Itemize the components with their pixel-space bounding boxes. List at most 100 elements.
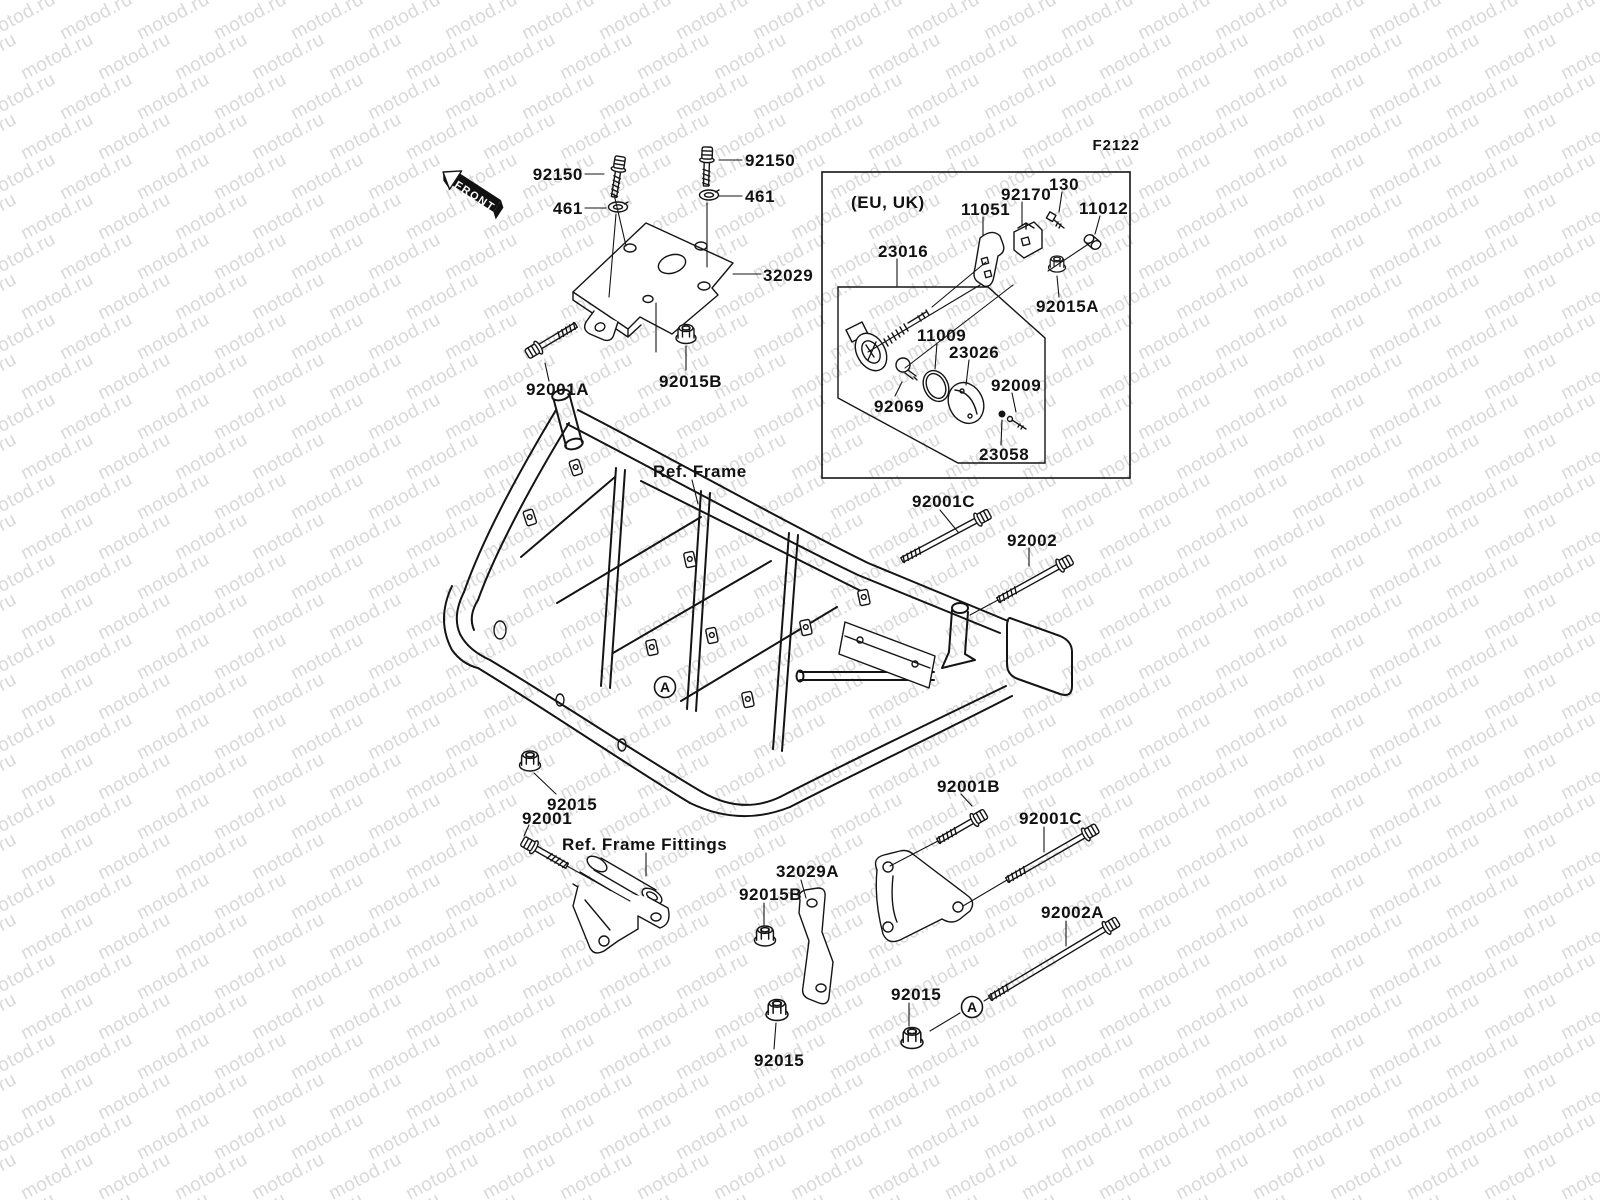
watermark-text: motod.ru [1519,469,1599,525]
watermark-text: motod.ru [364,789,444,845]
watermark-text: motod.ru [94,909,174,965]
watermark-text: motod.ru [672,709,752,765]
watermark-text: motod.ru [248,829,328,885]
watermark-text: motod.ru [441,69,521,125]
watermark-text: motod.ru [0,0,20,4]
watermark-text: motod.ru [1134,949,1214,1005]
watermark-text: motod.ru [1442,149,1522,205]
watermark-text: motod.ru [364,709,444,765]
watermark-text: motod.ru [210,789,290,845]
watermark-text: motod.ru [1095,589,1175,645]
watermark-text: motod.ru [325,749,405,805]
arrow-head-icon [442,170,463,191]
watermark-text: motod.ru [402,989,482,1045]
watermark-text: motod.ru [941,29,1021,85]
watermark-text: motod.ru [1134,1029,1214,1085]
watermark-text: motod.ru [171,509,251,565]
watermark-text: motod.ru [1288,949,1368,1005]
watermark-text: motod.ru [1403,429,1483,485]
watermark-text: motod.ru [1480,589,1560,645]
watermark-text: motod.ru [710,1069,790,1125]
watermark-text: motod.ru [56,629,136,685]
watermark-text: motod.ru [1519,949,1599,1005]
watermark-text: motod.ru [133,69,213,125]
watermark-text: motod.ru [17,1069,97,1125]
watermark-text: motod.ru [1442,949,1522,1005]
watermark-text: motod.ru [479,269,559,325]
watermark-text: motod.ru [17,349,97,405]
bracket-32029a-main [874,849,974,943]
watermark-text: motod.ru [787,1069,867,1125]
watermark-text: motod.ru [402,589,482,645]
watermark-text: motod.ru [171,429,251,485]
watermark-text: motod.ru [364,149,444,205]
watermark-text: motod.ru [1365,949,1445,1005]
watermark-text: motod.ru [287,549,367,605]
frame-drawing [443,388,1073,818]
watermark-text: motod.ru [1172,669,1252,725]
watermark-text: motod.ru [1519,309,1599,365]
watermark-text: motod.ru [1403,909,1483,965]
watermark-text: motod.ru [1403,109,1483,165]
label-92002a: 92002A [1041,903,1104,922]
watermark-text: motod.ru [864,109,944,165]
label-461-right: 461 [745,187,775,206]
watermark-text: motod.ru [1326,1149,1406,1200]
watermark-text: motod.ru [1018,29,1098,85]
watermark-text: motod.ru [94,589,174,645]
watermark-text: motod.ru [595,709,675,765]
label-92170: 92170 [1001,185,1051,204]
watermark-text: motod.ru [1249,909,1329,965]
watermark-text: motod.ru [1134,1109,1214,1165]
watermark-text: motod.ru [710,909,790,965]
watermark-text: motod.ru [1288,869,1368,925]
watermark-text: motod.ru [1442,789,1522,845]
watermark-text: motod.ru [1403,669,1483,725]
watermark-text: motod.ru [325,909,405,965]
watermark-text: motod.ru [0,989,20,1045]
watermark-text: motod.ru [1480,1149,1560,1200]
watermark-text: motod.ru [248,349,328,405]
watermark-text: motod.ru [1095,429,1175,485]
watermark-text: motod.ru [0,349,20,405]
watermark-text: motod.ru [17,269,97,325]
watermark-text: motod.ru [1288,789,1368,845]
watermark-text: motod.ru [1211,149,1291,205]
watermark-text: motod.ru [17,509,97,565]
watermark-text: motod.ru [248,909,328,965]
watermark-text: motod.ru [402,669,482,725]
watermark-text: motod.ru [56,389,136,445]
watermark-text: motod.ru [749,709,829,765]
watermark-text: motod.ru [325,1069,405,1125]
watermark-text: motod.ru [672,949,752,1005]
watermark-text: motod.ru [479,909,559,965]
watermark-text: motod.ru [133,229,213,285]
watermark-text: motod.ru [0,269,20,325]
watermark-text: motod.ru [595,1109,675,1165]
watermark-text: motod.ru [364,1029,444,1085]
watermark-text: motod.ru [210,709,290,765]
watermark-text: motod.ru [1442,389,1522,445]
watermark-text: motod.ru [1211,69,1291,125]
watermark-text: motod.ru [1403,1069,1483,1125]
watermark-text: motod.ru [1172,509,1252,565]
label-32029a-left: 32029A [776,862,839,881]
grommet-23058 [998,410,1006,418]
watermark-text: motod.ru [364,629,444,685]
watermark-text: motod.ru [1326,909,1406,965]
watermark-text: motod.ru [1403,269,1483,325]
watermark-text: motod.ru [210,229,290,285]
watermark-text: motod.ru [0,189,20,245]
watermark-text: motod.ru [402,1069,482,1125]
watermark-text: motod.ru [248,109,328,165]
label-ref-frame-fittings: Ref. Frame Fittings [562,835,727,854]
watermark-text: motod.ru [210,869,290,925]
frame-tab [704,626,720,645]
bolt-92150-left [610,155,627,199]
watermark-text: motod.ru [364,949,444,1005]
watermark-text: motod.ru [171,909,251,965]
watermark-text: motod.ru [1249,589,1329,645]
bracket-32029a-left [798,887,834,1005]
watermark-text: motod.ru [210,69,290,125]
watermark-text: motod.ru [1596,789,1600,845]
